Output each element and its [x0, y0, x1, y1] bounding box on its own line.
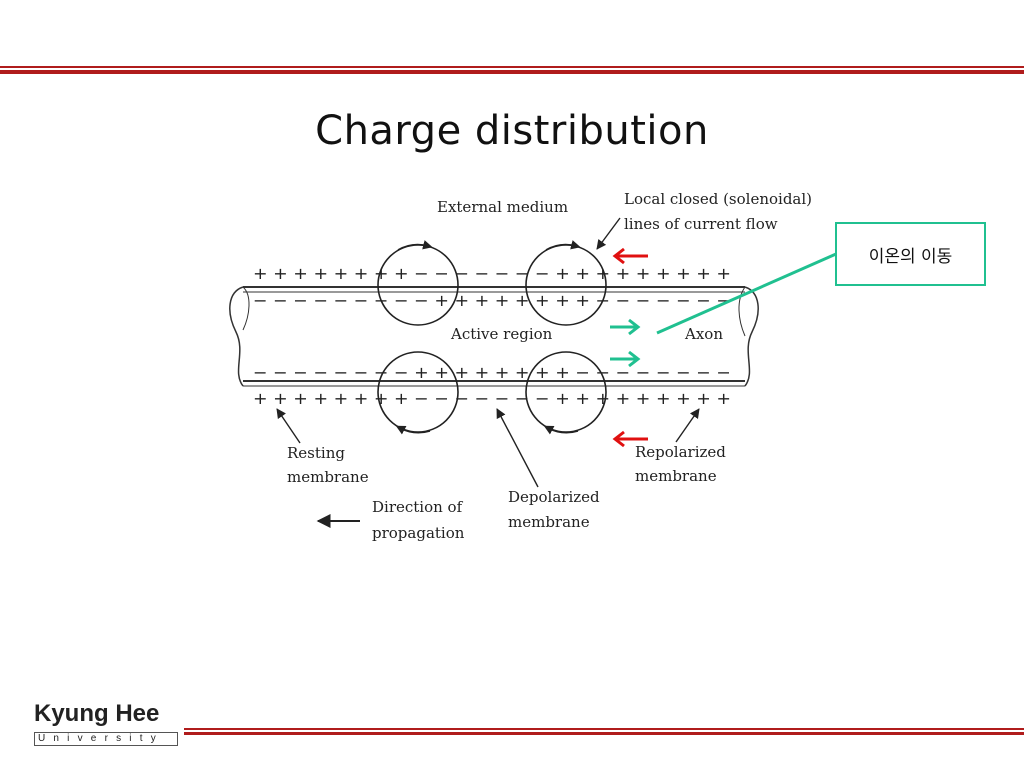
- label-depolarized-line1: Depolarized: [508, 488, 600, 506]
- top-rule: [0, 66, 1024, 68]
- pointer-local-closed: [596, 217, 621, 250]
- logo-subtitle: University: [34, 732, 178, 746]
- current-loop-top-left: [377, 240, 459, 326]
- charges-top-inner: − − − − − − − − − + + + + + + + + − − − …: [253, 291, 731, 310]
- ion-movement-callout: 이온의 이동: [835, 222, 986, 286]
- pointer-depolarized: [496, 408, 539, 488]
- label-repolarized-line1: Repolarized: [635, 443, 726, 461]
- callout-text: 이온의 이동: [868, 246, 953, 267]
- pointer-repolarized: [675, 408, 700, 443]
- red-arrow-top: [612, 247, 648, 265]
- label-resting-line2: membrane: [287, 468, 369, 486]
- current-loop-bottom-right: [525, 351, 607, 435]
- pointer-resting: [276, 408, 301, 444]
- label-resting-line1: Resting: [287, 444, 345, 462]
- current-loop-top-right: [525, 240, 607, 326]
- charges-bottom-outer: + + + + + + + + − − − − − − − + + + + + …: [253, 389, 731, 408]
- label-repolarized-line2: membrane: [635, 467, 717, 485]
- label-direction-line1: Direction of: [372, 498, 464, 516]
- green-arrow-lower: [610, 350, 641, 368]
- label-external-medium: External medium: [437, 198, 568, 216]
- label-local-closed-line2: lines of current flow: [624, 215, 778, 233]
- current-loop-bottom-left: [377, 351, 459, 435]
- axon-tube: [229, 286, 759, 387]
- callout-connector: [656, 252, 837, 335]
- bottom-rule-thick: [184, 732, 1024, 735]
- label-depolarized-line2: membrane: [508, 513, 590, 531]
- charges-top-outer: + + + + + + + + − − − − − − − + + + + + …: [253, 264, 731, 283]
- green-arrow-upper: [610, 318, 641, 336]
- logo-wordmark: Kyung Hee: [34, 700, 160, 727]
- label-axon: Axon: [684, 325, 723, 343]
- slide-title: Charge distribution: [315, 108, 709, 154]
- top-rule-thick: [0, 70, 1024, 74]
- red-arrow-bottom: [612, 430, 648, 448]
- charges-bottom-inner: − − − − − − − − + + + + + + + + − − − − …: [253, 363, 731, 382]
- label-direction-line2: propagation: [372, 524, 465, 542]
- university-logo: Kyung Hee University: [24, 696, 184, 752]
- bottom-rule: [184, 728, 1024, 730]
- label-local-closed-line1: Local closed (solenoidal): [624, 190, 812, 208]
- label-active-region: Active region: [450, 325, 553, 343]
